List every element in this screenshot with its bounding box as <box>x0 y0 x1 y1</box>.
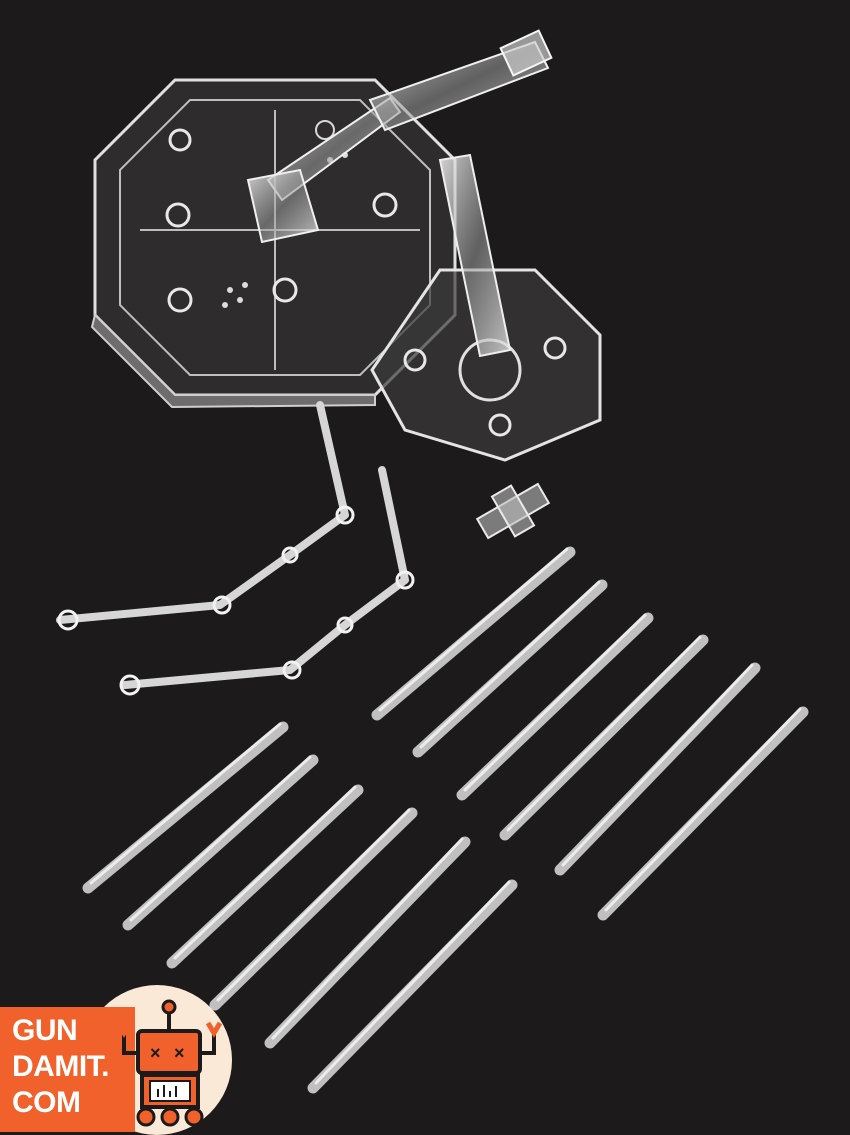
support-arm <box>246 29 553 358</box>
clear-rods <box>82 546 809 1094</box>
robot-mascot-icon: × × <box>115 999 223 1127</box>
gundamit-logo: GUN DAMIT. COM × × <box>0 985 232 1135</box>
rod-highlights <box>89 547 802 1085</box>
joint-arm-details <box>57 505 415 696</box>
secondary-base <box>370 268 602 462</box>
svg-text:×: × <box>150 1043 161 1063</box>
joint-arms <box>56 401 409 689</box>
logo-orange-panel <box>0 1007 135 1132</box>
svg-text:×: × <box>174 1043 185 1063</box>
cross-connector <box>475 482 551 540</box>
logo-text: GUN DAMIT. COM <box>12 1014 110 1119</box>
